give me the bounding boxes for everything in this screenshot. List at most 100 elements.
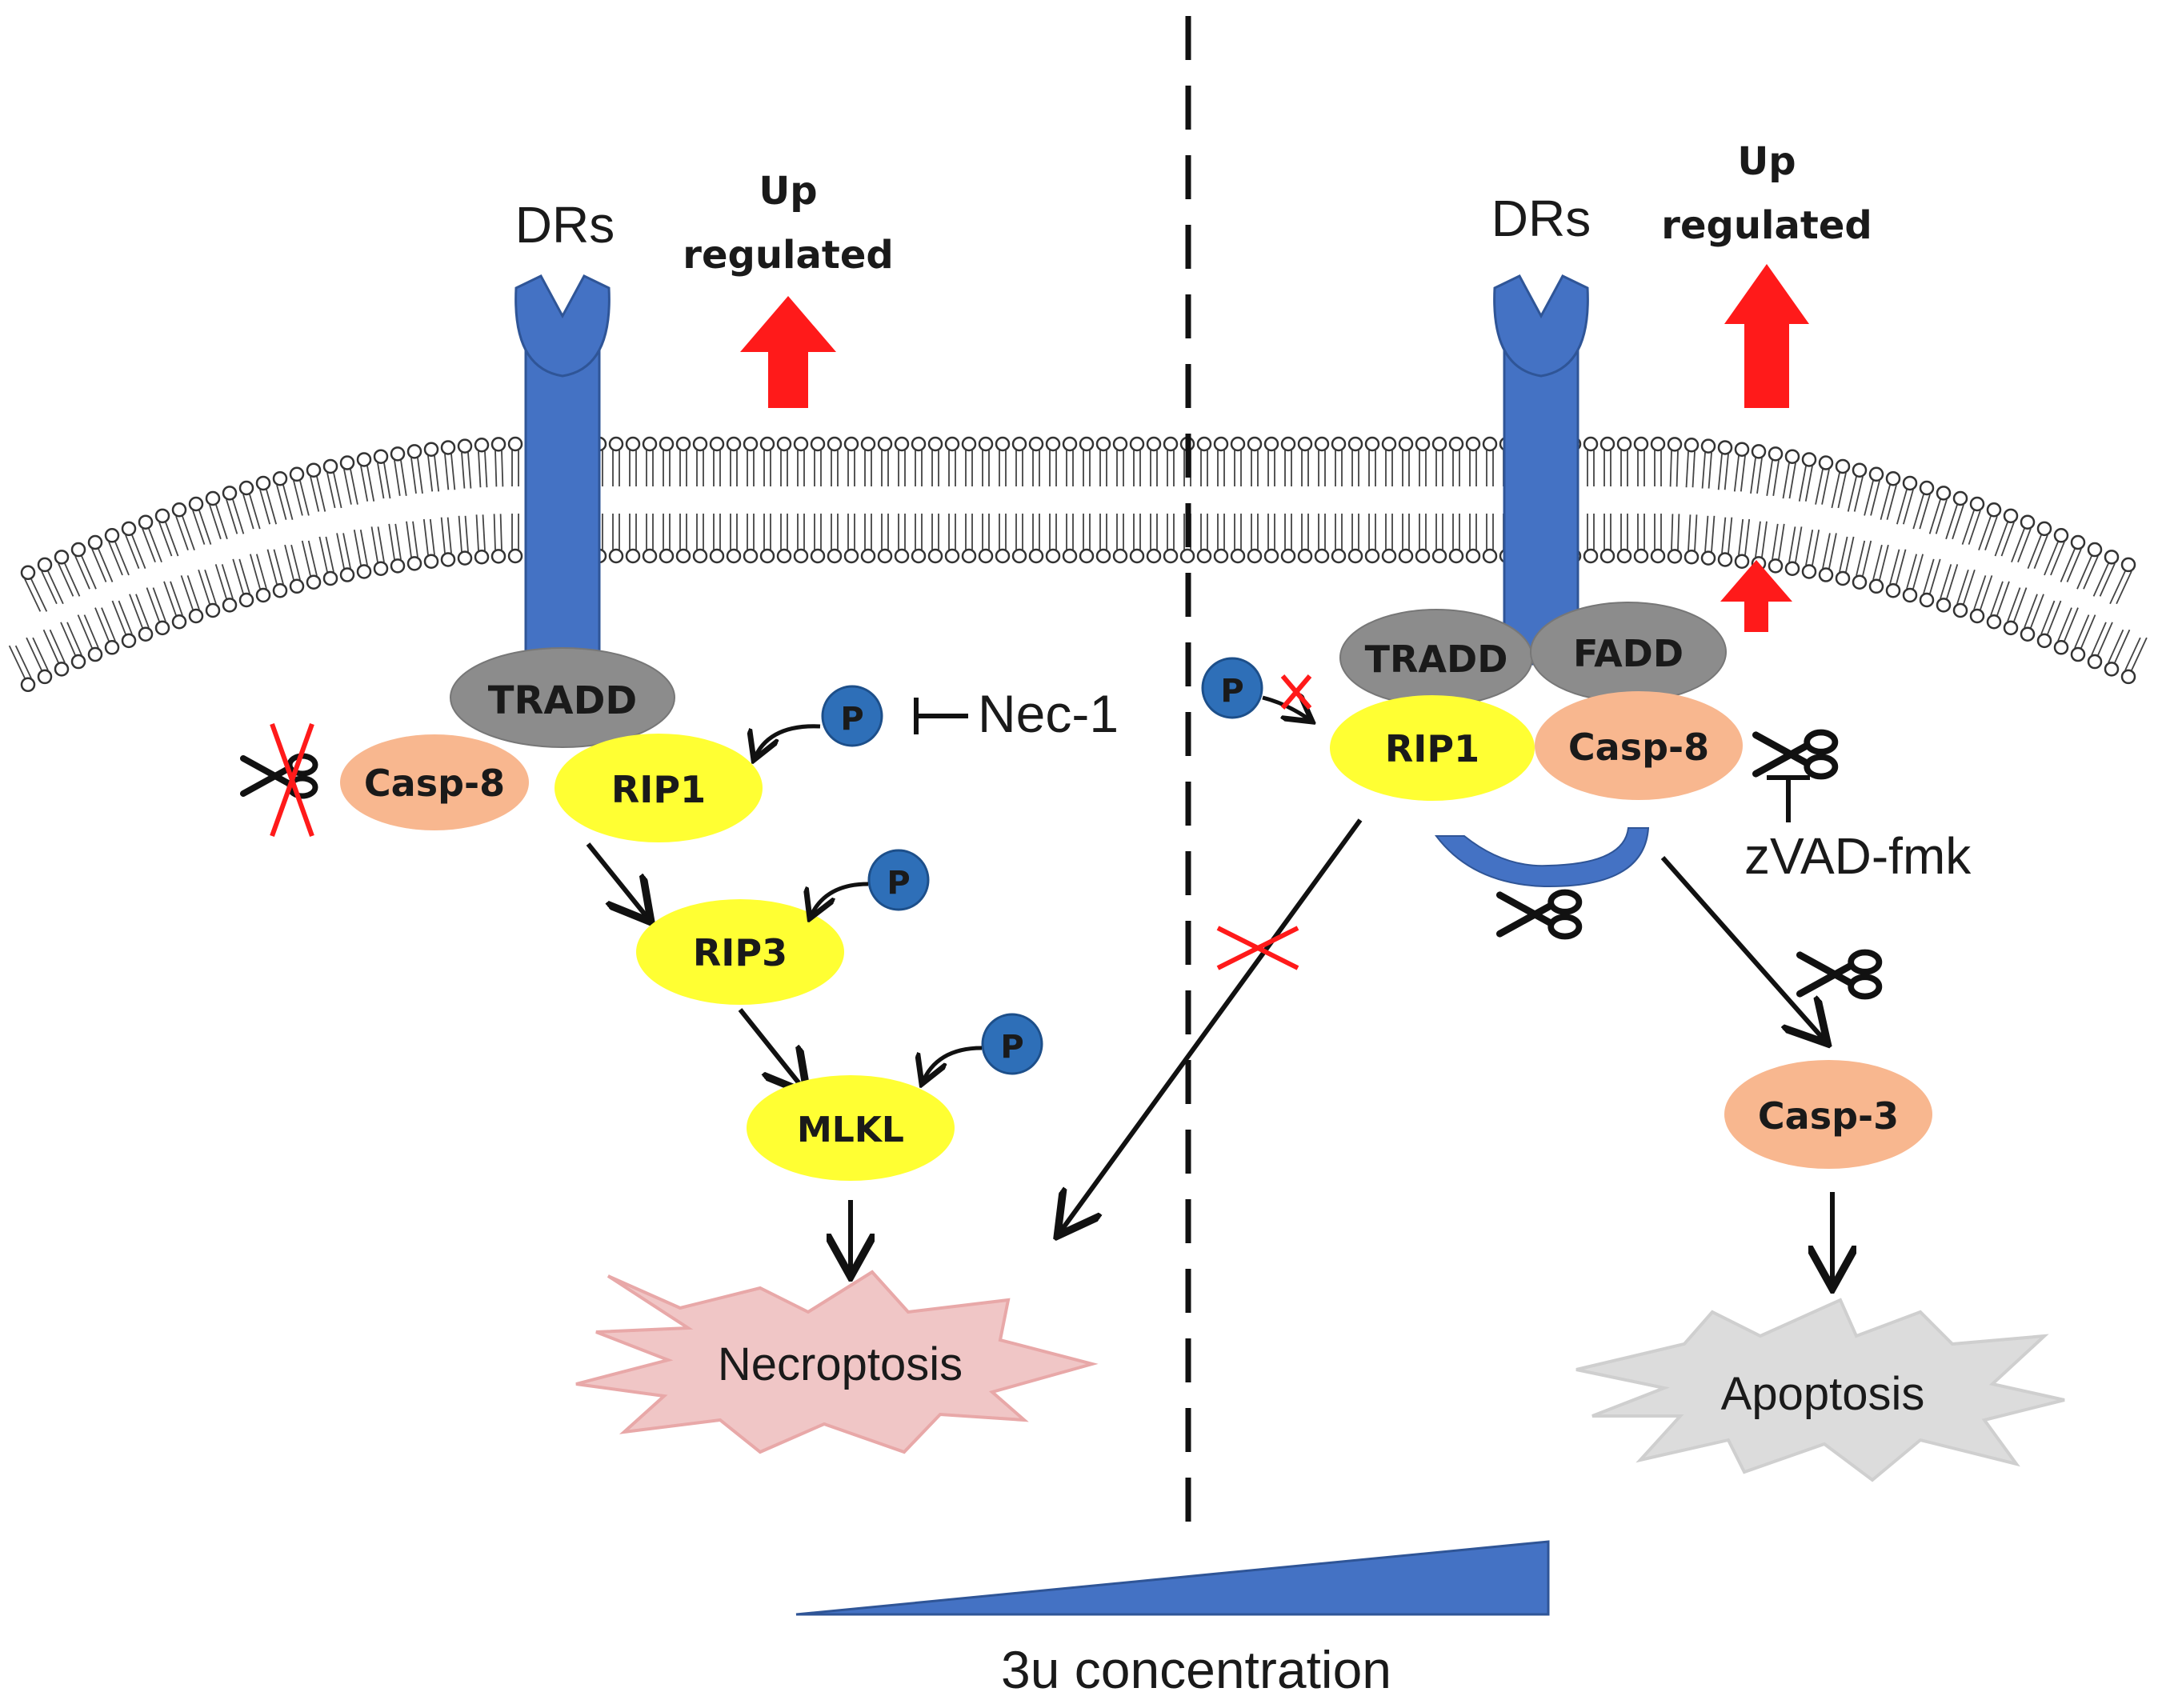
arrow-rip1-to-rip3 (586, 842, 648, 918)
lipid-head (1431, 548, 1447, 564)
death-receptor-left (514, 274, 611, 666)
lipid-head (1902, 475, 1918, 491)
lipid-tail (58, 562, 74, 597)
lipid-head (373, 561, 389, 576)
lipid-tail (2000, 522, 2015, 557)
lipid-head (70, 654, 86, 670)
lipid-tail (170, 581, 183, 616)
lipid-tail (163, 581, 177, 616)
lipid-head (1045, 548, 1061, 564)
lipid-head (1835, 570, 1851, 586)
lipid-tail (1896, 549, 1907, 585)
lipid-head (726, 548, 742, 564)
lipid-tail (290, 544, 301, 581)
lipid-tail (255, 554, 267, 590)
lipid-head (1583, 436, 1599, 452)
upregulation-arrow-right-small (1720, 560, 1792, 632)
lipid-tail (284, 544, 294, 581)
lipid-tail (2099, 562, 2116, 597)
rip3-label: RIP3 (693, 931, 787, 974)
lipid-head (927, 436, 943, 452)
lipid-tail (1669, 450, 1672, 487)
lipid-tail (1704, 515, 1709, 552)
phospho-rip3-label: P (887, 865, 910, 902)
lipid-tail (366, 466, 375, 502)
lipid-tail (32, 637, 49, 671)
lipid-tail (1812, 530, 1820, 566)
lipid-tail (135, 594, 150, 629)
lipid-head (171, 614, 187, 630)
lipid-tail (30, 578, 48, 612)
lipid-head (1650, 436, 1666, 452)
lipid-tail (1721, 517, 1727, 554)
lipid-tail (1996, 581, 2010, 616)
lipid-tail (266, 489, 278, 525)
lipid-head (390, 446, 406, 462)
arrow-casp8-to-casp3 (1660, 856, 1824, 1040)
necroptosis-label: Necroptosis (718, 1338, 963, 1390)
lipid-tail (2017, 528, 2032, 563)
lipid-tail (148, 528, 162, 563)
lipid-tail (1886, 484, 1897, 520)
phospho-rip1-right (1201, 657, 1263, 719)
arrow-rip3-to-mlkl (738, 1008, 804, 1090)
lipid-head (104, 640, 120, 655)
lipid-head (995, 436, 1011, 452)
scissors-icon-casp8 (1756, 733, 1835, 777)
lipid-tail (1990, 581, 2004, 616)
lipid-tail (49, 629, 66, 663)
drs-label-right: DRs (1491, 190, 1591, 247)
lipid-tail (1828, 533, 1837, 569)
lipid-head (1919, 592, 1935, 608)
lipid-tail (2047, 600, 2062, 635)
lipid-tail (1692, 451, 1696, 488)
cleavage-curved-arrow (1434, 827, 1650, 888)
lipid-head (1398, 548, 1414, 564)
lipid-head (1364, 436, 1380, 452)
lipid-head (2104, 662, 2120, 677)
red-x-icon-necroptosis-path-stroke2 (1216, 926, 1299, 970)
lipid-head (306, 574, 322, 590)
lipid-tail (152, 587, 166, 622)
lipid-tail (238, 558, 250, 594)
lipid-tail (461, 452, 466, 489)
lipid-head (1616, 436, 1632, 452)
concentration-label: 3u concentration (1001, 1640, 1391, 1699)
lipid-head (457, 438, 473, 454)
lipid-tail (2074, 614, 2090, 649)
lipid-head (1247, 436, 1263, 452)
lipid-head (1482, 436, 1498, 452)
lipid-head (1381, 436, 1397, 452)
lipid-tail (1923, 558, 1935, 594)
lipid-tail (2109, 570, 2126, 605)
lipid-head (507, 436, 523, 452)
phospho-rip3 (867, 849, 930, 911)
phospho-arrow-rip3 (810, 882, 869, 918)
lipid-tail (204, 569, 217, 605)
lipid-head (2003, 620, 2019, 636)
lipid-tail (1740, 455, 1746, 492)
lipid-tail (1940, 564, 1952, 599)
lipid-tail (499, 514, 502, 550)
lipid-head (1751, 444, 1767, 459)
lipid-head (1415, 548, 1431, 564)
lipid-tail (336, 533, 345, 569)
lipid-head (1583, 548, 1599, 564)
lipid-head (1247, 548, 1263, 564)
lipid-head (743, 548, 759, 564)
lipid-tail (215, 504, 228, 540)
lipid-head (188, 608, 204, 624)
lipid-head (608, 436, 624, 452)
lipid-head (2070, 534, 2086, 550)
lipid-tail (1961, 510, 1975, 545)
lipid-tail (1856, 540, 1866, 576)
lipid-head (675, 548, 691, 564)
lipid-head (759, 436, 775, 452)
lipid-tail (1708, 452, 1712, 489)
lipid-head (1112, 548, 1128, 564)
lipid-head (1633, 548, 1649, 564)
lipid-head (843, 548, 859, 564)
lipid-head (490, 437, 506, 452)
